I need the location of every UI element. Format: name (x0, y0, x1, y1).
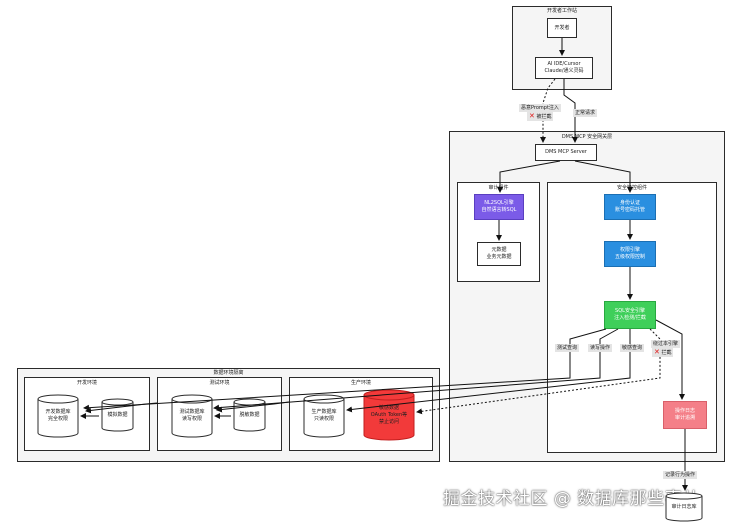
dev-env-title: 开发环境 (76, 380, 97, 386)
edge-label-bypass-block: ✕ 拦截 (652, 348, 674, 357)
prod-database[interactable]: 生产数据库 只读权限 (303, 394, 345, 438)
ai-ide-node[interactable]: AI IDE/Cursor Claude/通义灵码 (535, 57, 593, 79)
dev-database[interactable]: 开发数据库 完全权限 (37, 394, 79, 438)
dev-mock-data[interactable]: 模拟数据 (101, 398, 134, 432)
test-env-title: 测试环境 (209, 380, 230, 386)
blocked-x-icon: ✕ (654, 348, 660, 356)
edge-label-test-query: 测试查询 (555, 344, 580, 352)
audit-title: 审计组件 (488, 185, 509, 191)
edge-label-inject-block: ✕ 被拦截 (527, 112, 554, 121)
edge-label-request: 正常请求 (573, 109, 598, 117)
security-title: 安全管控组件 (616, 185, 647, 191)
test-database[interactable]: 测试数据库 读写权限 (171, 394, 213, 438)
sensitive-data[interactable]: 敏感数据 OAuth Token等 禁止访问 (363, 389, 415, 441)
developer-node[interactable]: 开发者 (547, 18, 577, 38)
auth-node[interactable]: 身份认证 账号密码托管 (604, 194, 656, 220)
nl2sql-node[interactable]: NL2SQL引擎 自然语言转SQL (474, 194, 524, 220)
metadata-node[interactable]: 元数据 业务元数据 (477, 242, 521, 266)
developer-workstation-title: 开发者工作站 (546, 8, 577, 14)
test-masked-data[interactable]: 脱敏数据 (233, 398, 266, 432)
edge-label-sensitive: 敏感查询 (620, 344, 645, 352)
blocked-x-icon: ✕ (529, 112, 535, 120)
edge-label-write: 读写操作 (588, 344, 613, 352)
prod-env-title: 生产环境 (350, 380, 371, 386)
dms-mcp-server-node[interactable]: DMS MCP Server (535, 144, 597, 161)
gateway-title: DMS MCP 安全网关层 (561, 134, 613, 140)
data-env-title: 数据环境隔离 (213, 370, 244, 376)
edge-label-audit-note: 记录行为操作 (663, 471, 698, 479)
sql-security-node[interactable]: SQL安全引擎 注入检测/拦截 (604, 301, 656, 329)
audit-log-store[interactable]: 审计日志库 (665, 492, 703, 522)
watermark: 掘金技术社区 @ 数据库那些事儿 (443, 489, 700, 509)
edge-label-inject: 恶意Prompt注入 (519, 104, 561, 112)
edge-label-bypass: 绕过本引擎 (651, 340, 681, 348)
policy-engine-node[interactable]: 权限引擎 五级权限控制 (604, 241, 656, 267)
operation-log-node[interactable]: 操作日志 审计追溯 (663, 401, 707, 429)
